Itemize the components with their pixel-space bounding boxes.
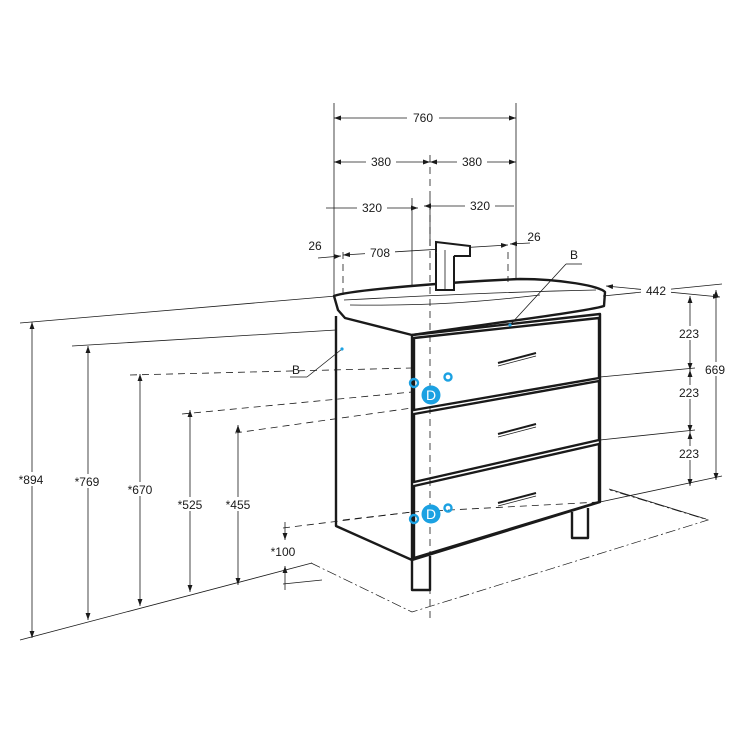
- drawer-3: [412, 442, 601, 560]
- dim-380-left-label: 380: [371, 155, 391, 169]
- b-label-side: B: [292, 363, 300, 377]
- dim-769-label: *769: [75, 475, 100, 489]
- dim-670-label: *670: [128, 483, 153, 497]
- dim-26-right-line: [509, 241, 531, 247]
- drawer-2: [412, 379, 601, 484]
- marker-upper: D: [408, 372, 453, 405]
- carcass-side: [334, 316, 414, 562]
- dim-26-left-line: [317, 254, 342, 260]
- handle-top: [497, 352, 537, 367]
- dim-380-right-label: 380: [462, 155, 482, 169]
- dim-320-left-label: 320: [362, 201, 382, 215]
- dim-760-label: 760: [413, 111, 433, 125]
- d-label-lower: D: [426, 506, 436, 522]
- leg-back: [570, 508, 590, 540]
- dim-442-label: 442: [646, 284, 666, 298]
- dim-669-label: 669: [705, 363, 725, 377]
- dim-320-right-label: 320: [470, 199, 490, 213]
- leg-front: [410, 556, 432, 592]
- b-label-top: B: [570, 248, 578, 262]
- marker-lower: D: [408, 503, 453, 525]
- cabinet: [332, 277, 607, 592]
- faucet: [435, 240, 471, 291]
- dimension-labels: 760 380 380 320 320 708 26 26 442 223 22…: [12, 110, 731, 559]
- floor-projection: [310, 488, 710, 613]
- dim-26-right-label: 26: [527, 230, 541, 244]
- dim-894-label: *894: [19, 473, 44, 487]
- handle-middle: [497, 423, 537, 438]
- basin: [332, 277, 607, 337]
- hidden-lines: [129, 155, 601, 620]
- dim-223-mid-label: 223: [679, 386, 699, 400]
- leaders: [290, 263, 582, 378]
- extension-lines: [19, 103, 723, 641]
- dim-525-label: *525: [178, 498, 203, 512]
- dimension-lines: [29, 115, 721, 638]
- dim-455-label: *455: [226, 498, 251, 512]
- dim-223-top-label: 223: [679, 327, 699, 341]
- dim-223-bottom-label: 223: [679, 447, 699, 461]
- dim-100-label: *100: [271, 545, 296, 559]
- mounting-markers: D D: [408, 372, 453, 525]
- dim-26-left-label: 26: [308, 239, 322, 253]
- handle-bottom: [497, 492, 537, 507]
- d-label-upper: D: [426, 387, 436, 403]
- dim-708-label: 708: [370, 246, 390, 260]
